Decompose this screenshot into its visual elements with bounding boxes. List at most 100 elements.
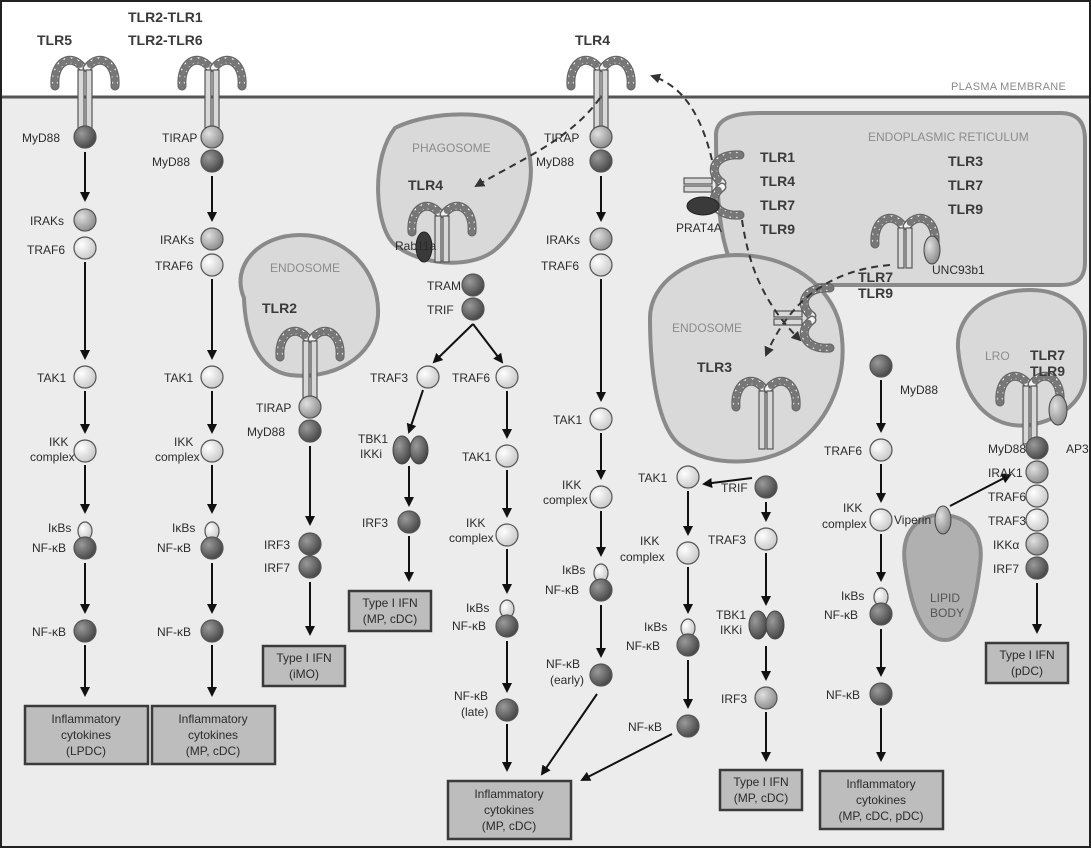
tlr7-lro-label: TLR7 xyxy=(1030,347,1065,363)
traf6-mid-label: TRAF6 xyxy=(452,371,490,385)
box-center-line3: (MP, cDC) xyxy=(482,819,536,833)
endo-irf7-label: IRF7 xyxy=(264,561,290,575)
trif-circle xyxy=(462,298,484,320)
complex-right-label: complex xyxy=(620,550,665,564)
ikk-mid-circle xyxy=(496,524,518,546)
output-box-lpdc: Inflammatory cytokines (LPDC) xyxy=(25,706,148,764)
tlr2-traf6-label: TRAF6 xyxy=(155,259,193,273)
phagosome-label: PHAGOSOME xyxy=(412,141,491,155)
tlr4-surface-label: TLR4 xyxy=(575,32,610,48)
lro-traf6-label: TRAF6 xyxy=(988,490,1026,504)
er-label: ENDOPLASMIC RETICULUM xyxy=(868,130,1029,144)
endo-irf3-label: IRF3 xyxy=(264,538,290,552)
output-box-mp-cdc-pdc: Inflammatory cytokines (MP, cDC, pDC) xyxy=(820,771,943,829)
tlr5-nfkb-label: NF-κB xyxy=(32,541,66,555)
er-left-receptor-tm-bottom xyxy=(684,186,712,192)
er-tlr4: TLR4 xyxy=(760,173,795,189)
endo-tirap-label: TIRAP xyxy=(256,401,291,415)
nfkb-late-circle xyxy=(496,699,518,721)
irf3-right-circle xyxy=(755,687,777,709)
output-box-type1-mp-cdc: Type I IFN (MP, cDC) xyxy=(349,591,431,631)
ikki-right-label: IKKi xyxy=(720,623,742,637)
box-pdc-all-line1: Inflammatory xyxy=(846,777,915,791)
tlr4-surface-receptor-tm-right xyxy=(602,70,608,128)
box-pdc-all-line2: cytokines xyxy=(856,793,906,807)
tak1-mid-label: TAK1 xyxy=(462,450,491,464)
nfkb-mid-label: NF-κB xyxy=(452,619,486,633)
tlr2-tlr1-label: TLR2-TLR1 xyxy=(128,9,203,25)
ap3-shape xyxy=(1049,395,1067,425)
box-pdc-line1: Type I IFN xyxy=(999,648,1054,662)
tlr3-endosome-receptor-tm-right xyxy=(767,391,773,449)
lro-ikka-circle xyxy=(1026,533,1048,555)
ikki-right-shape xyxy=(766,611,784,639)
box-mp-cdc-1-line1: Inflammatory xyxy=(178,712,247,726)
tlr2-iraks-label: IRAKs xyxy=(160,233,194,247)
tlr9-lro-label: TLR9 xyxy=(1030,363,1065,379)
tlr5-ikb-nfkb-nfkb xyxy=(74,537,96,559)
tlr5-tak1-circle xyxy=(74,366,96,388)
tlr79-lro-receptor-tm-left xyxy=(1023,386,1029,444)
lro-ikka-label: IKKα xyxy=(993,538,1019,552)
tlr5-tak1-label: TAK1 xyxy=(37,371,66,385)
lro-irf7-circle xyxy=(1026,557,1048,579)
tlr79-myd88-circle xyxy=(870,355,892,377)
output-box-mp-cdc-center: Inflammatory cytokines (MP, cDC) xyxy=(448,781,571,839)
irf3-right-label: IRF3 xyxy=(721,692,747,706)
tlr4-nfkb-early-circle xyxy=(590,664,612,686)
tlr2-dimer-receptor-tm-left xyxy=(205,70,211,128)
tlr2-dimer-receptor-tm-right xyxy=(213,70,219,128)
tlr79-nfkb-circle xyxy=(870,683,892,705)
ikki-label: IKKi xyxy=(360,447,382,461)
tlr4-ikbs-label: IκBs xyxy=(562,563,585,577)
box-mp-cdc-1-line3: (MP, cDC) xyxy=(186,744,240,758)
tlr2-tirap-label: TIRAP xyxy=(162,131,197,145)
early-label: (early) xyxy=(550,673,584,687)
tlr79-traf6-label: TRAF6 xyxy=(824,444,862,458)
tlr2-nfkb2-label: NF-κB xyxy=(157,625,191,639)
tlr79-nfkb2-label: NF-κB xyxy=(826,688,860,702)
lro-traf6-circle xyxy=(1026,485,1048,507)
irf3-mid-label: IRF3 xyxy=(362,516,388,530)
er-tlr3-b: TLR3 xyxy=(948,153,983,169)
er-tlr-receptor-tm-right xyxy=(906,228,912,268)
tlr4-traf6-label: TRAF6 xyxy=(541,259,579,273)
box-type1-trif-line1: Type I IFN xyxy=(733,775,788,789)
er-tlr-receptor-tm-left xyxy=(898,228,904,268)
ikk-mid-label: IKK xyxy=(466,516,485,530)
viperin-shape xyxy=(935,506,951,534)
tlr9-endosome-label: TLR9 xyxy=(858,285,893,301)
nfkb-late-label: NF-κB xyxy=(454,689,488,703)
tlr5-nfkb-circle xyxy=(74,620,96,642)
tbk1-label: TBK1 xyxy=(358,432,388,446)
tlr5-receptor-tm-right xyxy=(86,70,92,128)
lro-irf7-label: IRF7 xyxy=(993,562,1019,576)
tlr2-endosome-receptor-tm-right xyxy=(311,341,317,399)
tlr3-endosome-label: TLR3 xyxy=(697,359,732,375)
box-lpdc-line3: (LPDC) xyxy=(66,744,106,758)
trif-label: TRIF xyxy=(427,303,454,317)
unc93b1-label: UNC93b1 xyxy=(932,263,985,277)
tlr79-ikk-circle xyxy=(870,509,892,531)
late-label: (late) xyxy=(461,705,488,719)
box-center-line2: cytokines xyxy=(484,803,534,817)
tlr2-myd88-circle xyxy=(201,150,223,172)
traf3-left-label: TRAF3 xyxy=(370,371,408,385)
tlr4-ikb-nfkb-nfkb xyxy=(590,579,612,601)
traf3-right-label: TRAF3 xyxy=(708,533,746,547)
tlr5-traf6-circle xyxy=(74,237,96,259)
tlr4-myd88-label: MyD88 xyxy=(536,155,574,169)
box-lpdc-line1: Inflammatory xyxy=(51,712,120,726)
tlr5-ikk-circle xyxy=(74,440,96,462)
lro-traf3-circle xyxy=(1026,509,1048,531)
tram-circle xyxy=(462,274,484,296)
ikk-right-label: IKK xyxy=(640,534,659,548)
tlr2-nfkb-label: NF-κB xyxy=(157,541,191,555)
tlr79-ikbs-label: IκBs xyxy=(841,589,864,603)
output-box-type1-trif: Type I IFN (MP, cDC) xyxy=(720,770,802,810)
box-pdc-line2: (pDC) xyxy=(1011,664,1043,678)
ikbs-mid-label: IκBs xyxy=(466,601,489,615)
tlr2-tlr6-label: TLR2-TLR6 xyxy=(128,32,203,48)
tlr4-tak1-circle xyxy=(590,408,612,430)
